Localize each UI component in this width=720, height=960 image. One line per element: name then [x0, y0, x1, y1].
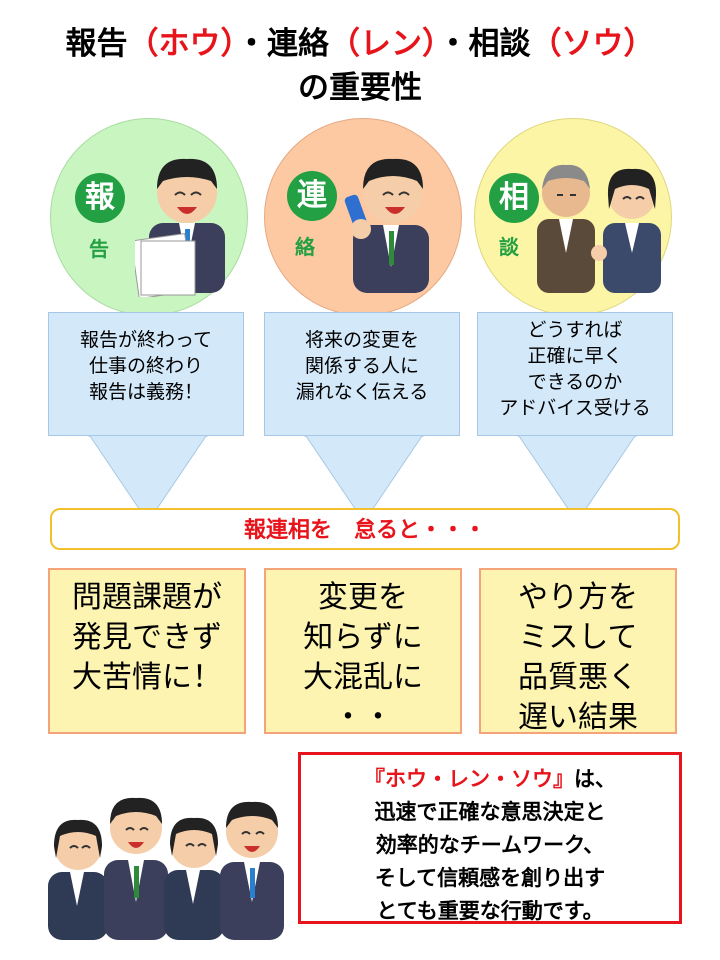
result-line: 知らずに: [303, 620, 423, 655]
badge-contact: 連: [287, 171, 337, 221]
result-line: ・・: [333, 700, 393, 735]
note-line: 将来の変更を: [304, 329, 419, 351]
note-line: 正確に早く: [527, 345, 623, 367]
title-sou: ・相談: [437, 26, 531, 62]
badge-consult-small: 談: [499, 235, 519, 259]
result-line: 大苦情に！: [72, 660, 222, 695]
result-line: 遅い結果: [518, 700, 638, 735]
note-contact-box: 将来の変更を 関係する人に 漏れなく伝える: [264, 312, 460, 436]
badge-report-small: 告: [89, 237, 109, 261]
result-box-quality: やり方を ミスして 品質悪く 遅い結果: [479, 568, 677, 735]
title-sou-reading: （ソウ）: [530, 26, 655, 62]
arrow-down-icon: [517, 432, 637, 523]
circle-consult: 相 談: [474, 118, 672, 316]
note-line: 仕事の終わり: [88, 355, 203, 377]
title-line-1: 報告（ホウ）・連絡（レン）・相談（ソウ）: [0, 22, 720, 66]
message-line-3: 効率的なチームワーク、: [375, 833, 605, 857]
note-report-box: 報告が終わって 仕事の終わり 報告は義務！: [48, 312, 244, 436]
businessman-on-phone-illustration: [344, 158, 429, 293]
result-line: 発見できず: [72, 620, 222, 655]
title-ren-reading: （レン）: [329, 26, 438, 62]
message-line-1-rest: は、: [574, 767, 616, 791]
result-line: ミスして: [518, 620, 638, 655]
circle-contact: 連 絡: [264, 118, 462, 316]
arrow-down-icon: [88, 432, 208, 523]
message-line-2: 迅速で正確な意思決定と: [374, 800, 606, 824]
result-box-confusion: 変更を 知らずに 大混乱に ・・: [264, 568, 462, 735]
result-line: 変更を: [318, 580, 408, 615]
note-line: アドバイス受ける: [499, 397, 651, 419]
businessman-with-papers-illustration: [135, 158, 225, 297]
note-line: 報告は義務！: [88, 381, 203, 403]
note-consult-box: どうすれば 正確に早く できるのか アドバイス受ける: [477, 312, 673, 436]
message-highlight: 『ホウ・レン・ソウ』: [364, 767, 574, 791]
page-title: 報告（ホウ）・連絡（レン）・相談（ソウ） の重要性: [0, 22, 720, 110]
result-line: 問題課題が: [72, 580, 222, 615]
circle-report: 報 告: [50, 118, 248, 316]
summary-message: 『ホウ・レン・ソウ』は、 迅速で正確な意思決定と 効率的なチームワーク、 そして…: [298, 752, 682, 924]
title-hou-reading: （ホウ）: [127, 26, 237, 62]
arrow-down-icon: [304, 432, 424, 523]
note-line: 漏れなく伝える: [295, 381, 429, 403]
title-line-2: の重要性: [298, 70, 422, 106]
consultation-people-illustration: [537, 164, 661, 293]
note-line: 報告が終わって: [79, 329, 213, 351]
badge-report: 報: [75, 173, 125, 223]
result-line: 品質悪く: [518, 660, 638, 695]
note-line: どうすれば: [527, 319, 623, 341]
badge-consult: 相: [489, 173, 539, 223]
result-line: 大混乱に: [303, 660, 423, 695]
team-illustration: [48, 797, 284, 940]
badge-contact-small: 絡: [295, 235, 315, 259]
warning-banner: 報連相を 怠ると・・・: [50, 508, 680, 550]
result-line: やり方を: [518, 580, 638, 615]
note-line: 関係する人に: [304, 355, 419, 377]
message-line-5: とても重要な行動です。: [376, 899, 604, 923]
message-line-4: そして信頼感を創り出す: [374, 866, 606, 890]
message-line-1: 『ホウ・レン・ソウ』は、: [301, 763, 679, 796]
title-ren: ・連絡: [236, 26, 329, 62]
title-hou: 報告: [65, 26, 128, 62]
note-line: できるのか: [527, 371, 623, 393]
result-box-problems: 問題課題が 発見できず 大苦情に！: [48, 568, 246, 734]
